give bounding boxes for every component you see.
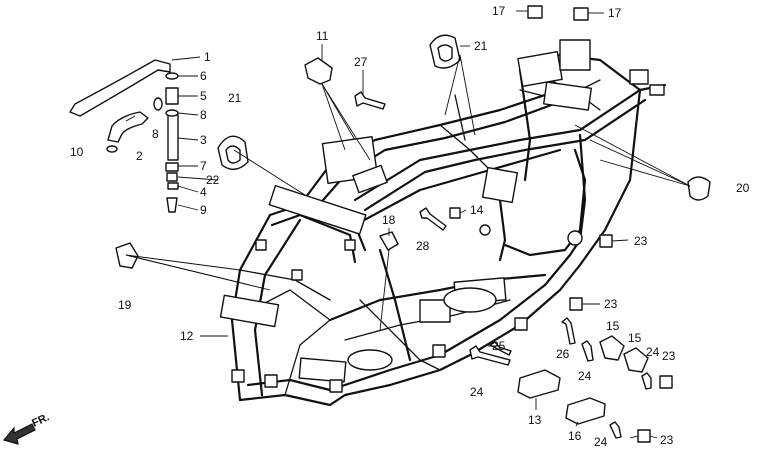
callout-26: 26	[556, 347, 570, 361]
loose-parts	[115, 5, 711, 443]
bolt-25	[469, 345, 511, 366]
callout-27: 27	[354, 55, 368, 69]
breather-hose-assembly	[69, 59, 179, 213]
callout-23a: 23	[634, 234, 648, 248]
hose-2	[107, 111, 149, 143]
callout-24c: 24	[470, 385, 484, 399]
plate-15-b	[623, 347, 649, 373]
callout-1: 1	[204, 50, 211, 64]
clip-6	[165, 72, 179, 80]
bolt-28	[419, 207, 447, 231]
callout-labels: 1 6 5 8 8 3 10 2 7 22 4 9 11 27 21 21 17…	[70, 4, 750, 449]
callout-28: 28	[416, 239, 430, 253]
nut-23-c	[659, 375, 673, 389]
callout-8a: 8	[200, 108, 207, 122]
callout-4: 4	[200, 185, 207, 199]
bolt-24-a	[581, 340, 594, 362]
callout-24b: 24	[578, 369, 592, 383]
callout-18: 18	[382, 213, 396, 227]
frame-brackets	[219, 39, 665, 393]
clip-10	[106, 145, 118, 153]
callout-23c: 23	[662, 349, 676, 363]
bolt-24-c	[609, 421, 622, 439]
clip-18	[379, 231, 399, 251]
cap-17-left	[527, 5, 543, 19]
leader-lines	[125, 10, 691, 439]
callout-24d: 24	[594, 435, 608, 449]
grommet-20	[687, 176, 711, 201]
callout-8b: 8	[152, 127, 159, 141]
nut-23-b	[569, 297, 583, 311]
bolt-27	[354, 91, 386, 110]
callout-15b: 15	[628, 331, 642, 345]
callout-17b: 17	[608, 6, 622, 20]
clip-4	[167, 182, 179, 190]
callout-21a: 21	[228, 91, 242, 105]
clip-11	[304, 57, 333, 85]
clip-8a	[165, 109, 179, 117]
cap-17-right	[573, 7, 589, 21]
callout-19: 19	[118, 298, 132, 312]
joint-22	[166, 172, 178, 182]
callout-5: 5	[200, 89, 207, 103]
clip-8b	[153, 97, 163, 111]
callout-23d: 23	[660, 433, 674, 447]
nut-14	[449, 207, 461, 219]
main-frame	[230, 53, 667, 407]
callout-11: 11	[316, 29, 329, 43]
callout-14: 14	[470, 203, 484, 217]
callout-23b: 23	[604, 297, 618, 311]
callout-10: 10	[70, 145, 84, 159]
callout-20: 20	[736, 181, 750, 195]
callout-3: 3	[200, 133, 207, 147]
bolt-24-b	[641, 372, 652, 390]
callout-12: 12	[180, 329, 194, 343]
callout-6: 6	[200, 69, 207, 83]
clip-7	[165, 162, 179, 172]
arm-16	[565, 397, 606, 425]
joint-5	[165, 87, 179, 105]
callout-9: 9	[200, 203, 207, 217]
hose-1	[69, 59, 171, 117]
callout-22: 22	[206, 173, 220, 187]
callout-17a: 17	[492, 4, 506, 18]
nut-23-d	[637, 429, 651, 443]
callout-7: 7	[200, 159, 207, 173]
callout-25: 25	[492, 339, 506, 353]
callout-16: 16	[568, 429, 582, 443]
joint-3	[167, 114, 179, 161]
callout-2: 2	[136, 149, 143, 163]
plate-15-a	[599, 335, 625, 361]
front-direction-indicator: FR.	[2, 411, 51, 445]
callout-21b: 21	[474, 39, 488, 53]
front-arrow-icon	[2, 423, 36, 445]
arm-13	[517, 369, 561, 399]
nut-23-a	[599, 234, 613, 248]
callout-15a: 15	[606, 319, 620, 333]
cap-9	[166, 197, 178, 213]
callout-24a: 24	[646, 345, 660, 359]
callout-13: 13	[528, 413, 542, 427]
front-label: FR.	[30, 411, 51, 429]
bolt-26	[561, 317, 576, 345]
